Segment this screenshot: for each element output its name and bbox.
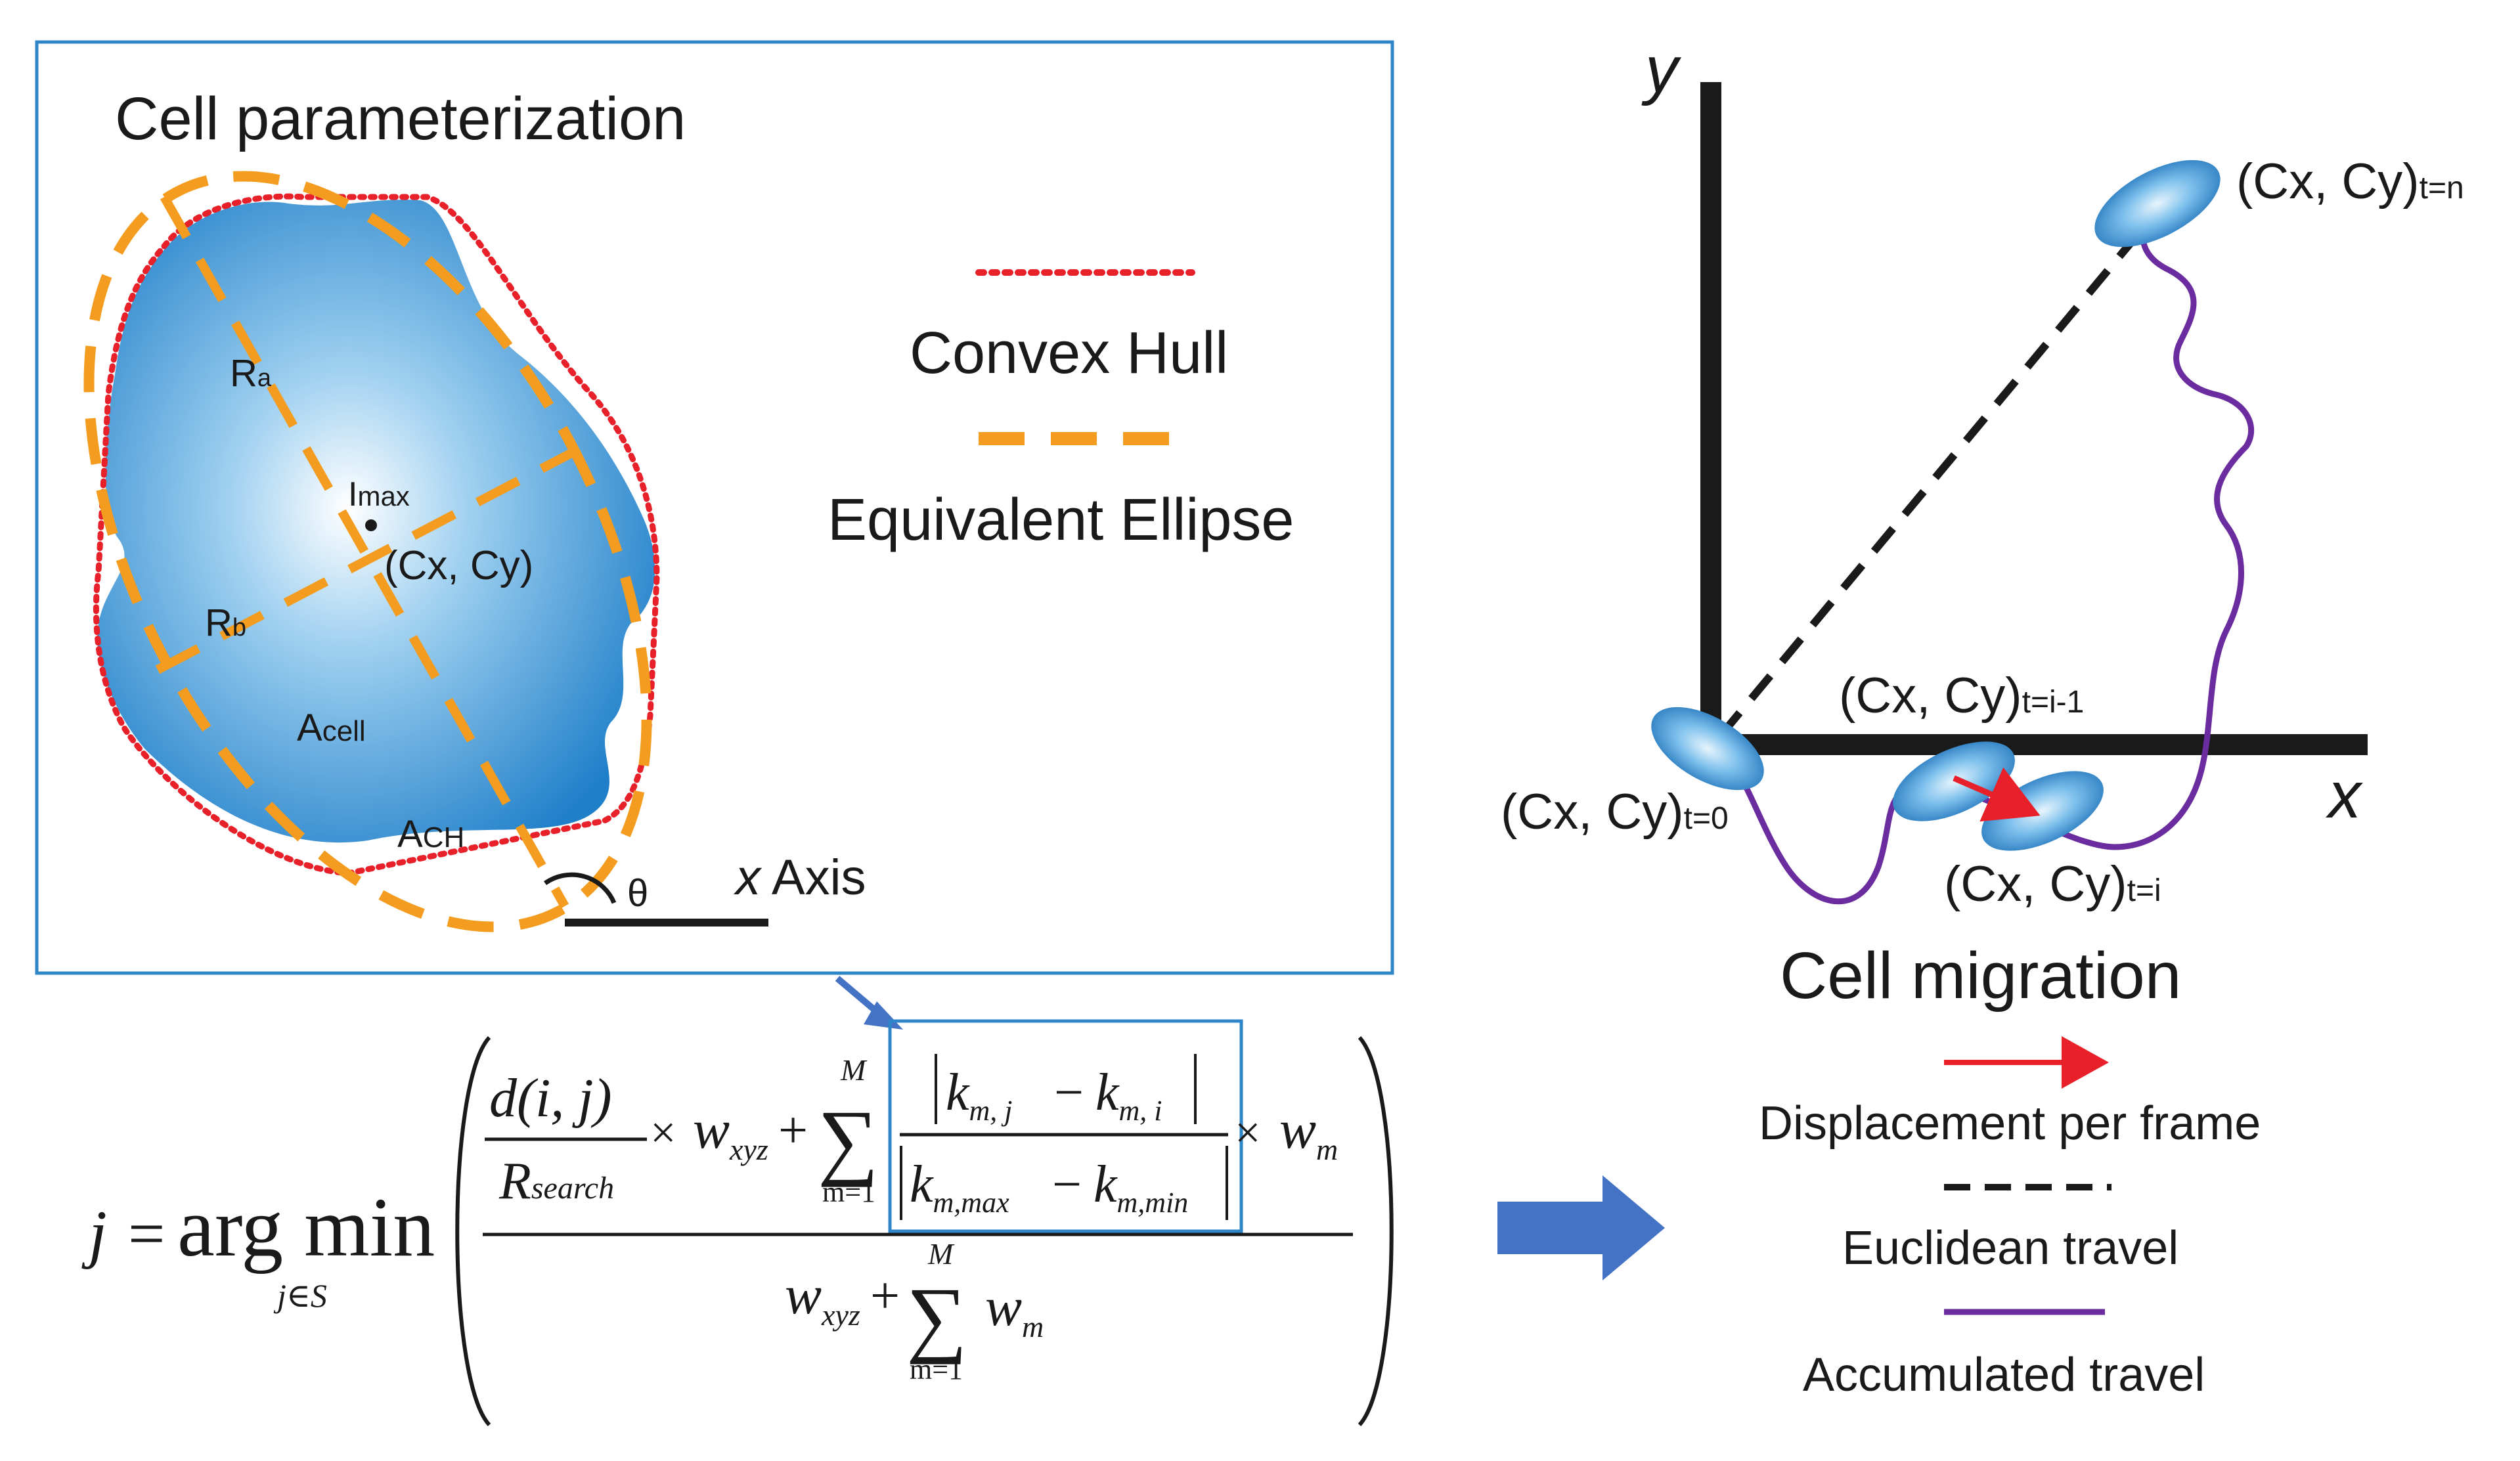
formula-times-1: × — [650, 1108, 676, 1158]
label-pos-ti: (Cx, Cy)t=i — [1944, 856, 2161, 912]
theta-arc — [543, 872, 617, 904]
label-rb: Rb — [205, 601, 246, 644]
cell-position-tn — [2094, 160, 2221, 248]
accumulated-travel-path — [1714, 223, 2255, 905]
label-imax: Imax — [348, 475, 410, 513]
imax-point — [365, 519, 377, 531]
formula-k-mi: km, i — [1095, 1064, 1162, 1127]
formula-sum-upper: M — [840, 1053, 868, 1087]
label-theta: θ — [627, 872, 648, 915]
label-ach: ACH — [397, 813, 464, 856]
minor-axis-rb — [155, 448, 574, 674]
label-pos-tn: (Cx, Cy)t=n — [2236, 154, 2464, 209]
formula-sum-2: ∑ — [906, 1271, 967, 1365]
assignment-formula: j = arg min j∈S d(i, j) Rsearch × wxyz +… — [81, 1019, 1394, 1427]
formula-k-min: km,min — [1094, 1156, 1188, 1219]
formula-w-m: wm — [1279, 1099, 1338, 1166]
formula-r-search: Rsearch — [498, 1152, 614, 1210]
formula-feature-box — [888, 1019, 1243, 1233]
displacement-arrow — [1953, 767, 2041, 822]
formula-argmin-sub: j∈S — [273, 1277, 327, 1314]
label-acell: Acell — [297, 707, 366, 749]
label-centroid: (Cx, Cy) — [384, 543, 533, 588]
convex-hull-outline — [93, 193, 660, 877]
cell-position-ti — [1981, 771, 2104, 851]
formula-denom-sum-upper: M — [927, 1237, 955, 1271]
label-x-axis: x Axis — [733, 850, 866, 905]
panel-border — [35, 40, 1394, 975]
migration-panel: y x (Cx, Cy)t=n (Cx, Cy)t=i-1 (Cx, Cy)t=… — [1501, 33, 2464, 1401]
formula-k-max: km,max — [910, 1156, 1009, 1219]
label-ra: Ra — [230, 352, 272, 395]
legend-accumulated-label: Accumulated travel — [1803, 1349, 2205, 1401]
flow-arrow — [1497, 1175, 1665, 1280]
migration-y-label: y — [1641, 33, 1682, 106]
formula-minus-2: − — [1052, 1156, 1082, 1213]
label-pos-t0: (Cx, Cy)t=0 — [1501, 784, 1729, 840]
euclidean-travel-line — [1717, 224, 2148, 738]
cell-position-t0 — [1651, 707, 1764, 791]
cell-body — [97, 200, 655, 843]
formula-k-mj: km, j — [946, 1064, 1013, 1127]
formula-argmin: arg min — [177, 1181, 435, 1274]
migration-x-label: x — [2326, 758, 2363, 832]
formula-d-term: d(i, j) — [489, 1068, 612, 1129]
formula-w-xyz: wxyz — [693, 1099, 768, 1166]
formula-eq: = — [128, 1197, 165, 1270]
formula-denom-w-m: wm — [985, 1276, 1044, 1343]
equivalent-ellipse — [83, 171, 652, 932]
formula-left-bracket — [455, 1036, 491, 1427]
parameterization-panel: Cell parameterization Ra Imax (Cx, Cy) R… — [35, 40, 1394, 975]
formula-right-bracket — [1358, 1036, 1394, 1427]
formula-sum-1: ∑ — [818, 1093, 879, 1188]
legend-ellipse-label: Equivalent Ellipse — [828, 487, 1294, 553]
legend-displacement-label: Displacement per frame — [1759, 1097, 2261, 1150]
legend-euclidean-label: Euclidean travel — [1842, 1222, 2178, 1275]
panel-title: Cell parameterization — [115, 85, 686, 152]
formula-plus-2: + — [870, 1267, 900, 1325]
formula-times-2: × — [1235, 1108, 1260, 1158]
formula-plus-1: + — [778, 1102, 808, 1160]
formula-denom-sum-lower: m=1 — [910, 1353, 963, 1385]
formula-sum-lower: m=1 — [822, 1176, 875, 1208]
major-axis-ra — [160, 194, 569, 909]
legend-convex-hull-label: Convex Hull — [910, 320, 1228, 386]
formula-denom-w-xyz: wxyz — [785, 1265, 860, 1332]
migration-title: Cell migration — [1780, 939, 2181, 1013]
cell-position-tim1 — [1893, 741, 2015, 821]
formula-lhs: j — [81, 1197, 107, 1270]
label-pos-tim1: (Cx, Cy)t=i-1 — [1839, 668, 2084, 724]
formula-minus-1: − — [1054, 1064, 1084, 1122]
